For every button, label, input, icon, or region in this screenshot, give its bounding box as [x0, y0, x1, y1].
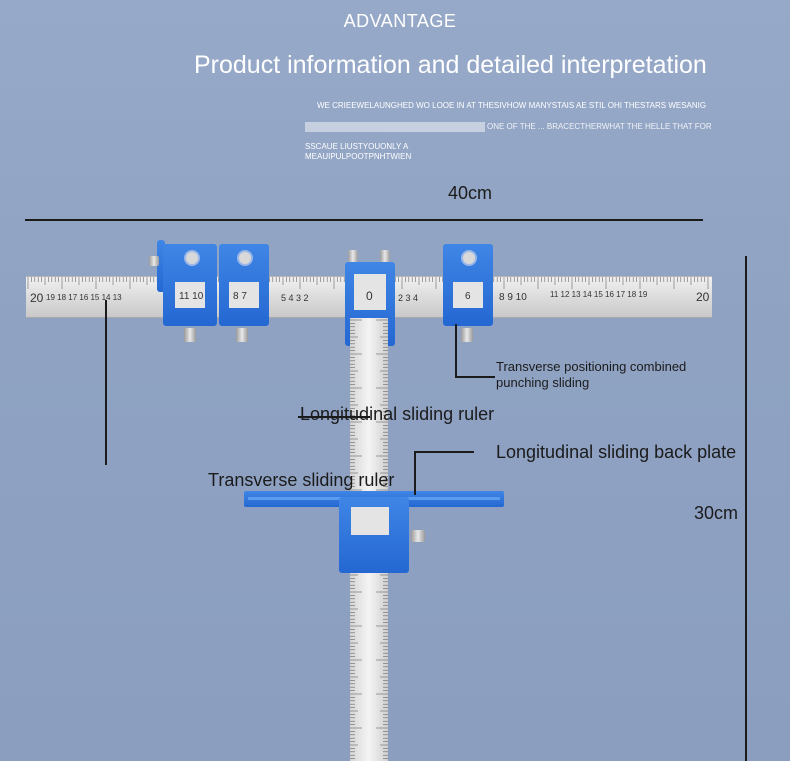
fine-print-line-2-text: ONE OF THE ... BRACECTHERWHAT THE HELLE …	[487, 122, 712, 132]
vertical-ruler-ticks	[350, 319, 388, 759]
ruler-mark-right-end: 20	[696, 290, 710, 304]
punching-block-2[interactable]: 8 7	[219, 244, 269, 326]
height-dimension-line	[745, 256, 747, 761]
ruler-marks-right-small: 11 12 13 14 15 16 17 18 19	[550, 290, 648, 299]
bushing-hole-icon	[237, 250, 253, 266]
ruler-mark-left-end: 20	[30, 291, 44, 305]
callout-transverse-ruler: Transverse sliding ruler	[208, 470, 395, 490]
height-dimension-label: 30cm	[694, 503, 739, 523]
callout-longitudinal-ruler: Longitudinal sliding ruler	[300, 404, 495, 424]
locking-screw-2[interactable]	[236, 328, 248, 342]
ruler-marks-mid-left: 5 4 3 2	[281, 293, 309, 303]
horizontal-ruler-leader	[105, 300, 107, 465]
back-plate-screw[interactable]	[411, 530, 425, 542]
width-dimension-label: 40cm	[448, 183, 493, 203]
punching-block-1[interactable]: 11 10	[163, 244, 217, 326]
ruler-marks-mid-right: 2 3 4	[398, 293, 419, 303]
fine-print-line-3a: SSCAUE LIUSTYOUONLY A	[305, 142, 409, 151]
ruler-marks-left-small: 19 18 17 16 15 14 13	[46, 293, 122, 302]
page-title: Product information and detailed interpr…	[194, 51, 707, 79]
center-zero-mark: 0	[366, 289, 373, 303]
bushing-hole-icon	[461, 250, 477, 266]
section-kicker: ADVANTAGE	[343, 11, 457, 31]
center-screw-left[interactable]	[348, 250, 358, 262]
callout-longitudinal-back-plate: Longitudinal sliding back plate	[496, 442, 737, 462]
center-screw-right[interactable]	[380, 250, 390, 262]
locking-screw-1[interactable]	[184, 328, 196, 342]
fine-print-line-2: ONE OF THE ... BRACECTHERWHAT THE HELLE …	[305, 122, 712, 132]
callout-transverse-positioning: Transverse positioning combined punching…	[496, 359, 687, 390]
ruler-marks-right-mid: 8 9 10	[499, 292, 527, 303]
locking-screw-3[interactable]	[461, 328, 473, 342]
fine-print-line-3b: MEAUIPULPOOTPNHTWIEN	[305, 152, 412, 161]
width-dimension-line	[25, 219, 703, 221]
fine-print-line-3: SSCAUE LIUSTYOUONLY A MEAUIPULPOOTPNHTWI…	[305, 142, 411, 162]
punching-block-3[interactable]: 6	[443, 244, 493, 326]
block1-marks: 11 10	[179, 291, 204, 302]
blurred-text-block	[305, 122, 485, 132]
longitudinal-back-plate[interactable]	[339, 497, 409, 573]
end-stop-tab[interactable]	[149, 240, 165, 292]
fine-print-line-1: WE CRIEEWELAUNGHED WO LOOE IN AT THESIVH…	[317, 101, 707, 110]
bushing-hole-icon	[184, 250, 200, 266]
block3-marks: 6	[465, 291, 471, 302]
block2-marks: 8 7	[233, 291, 247, 302]
